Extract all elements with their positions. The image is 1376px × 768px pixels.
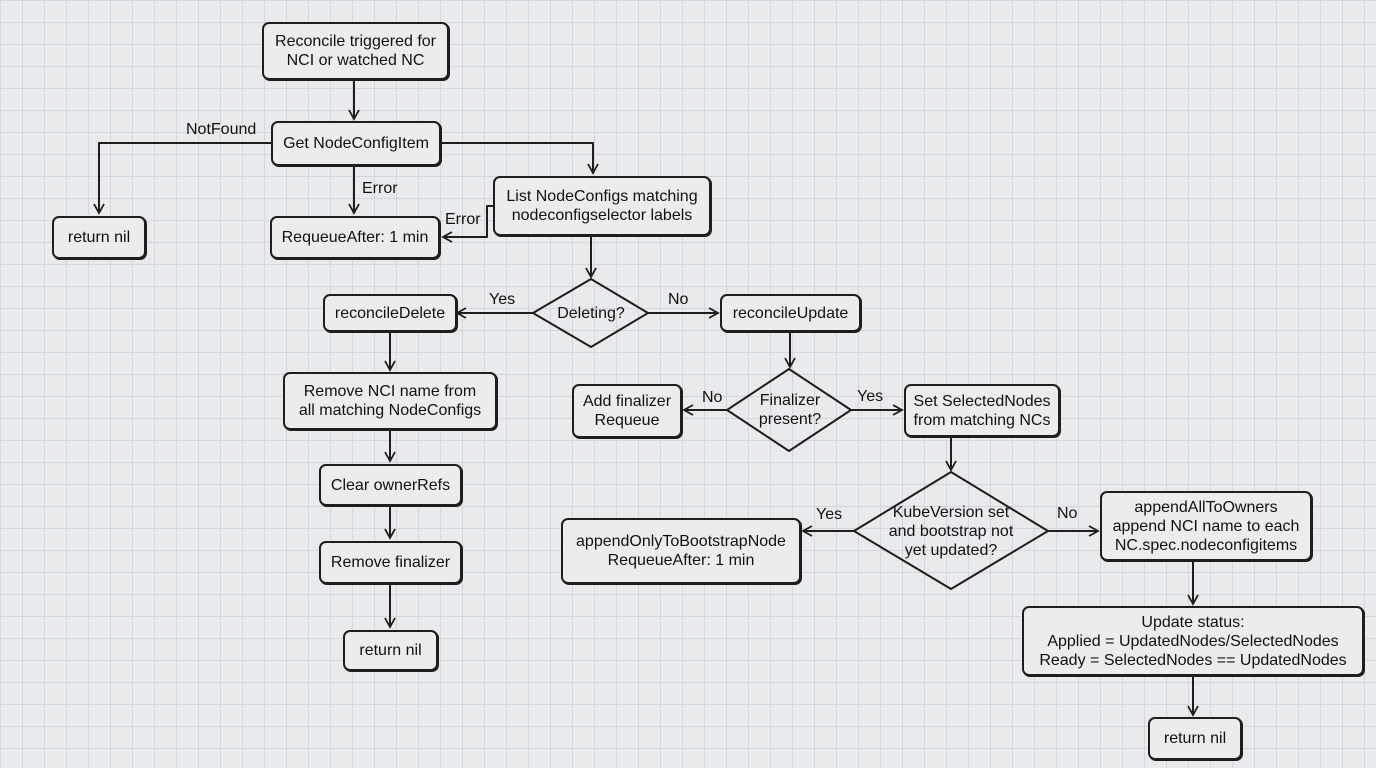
update-status-node: Update status:Applied = UpdatedNodes/Sel… bbox=[1022, 606, 1364, 676]
edge-list-to-requeue bbox=[441, 205, 494, 243]
clear-ownerrefs-node: Clear ownerRefs bbox=[319, 464, 462, 506]
return-nil-right-node: return nil bbox=[1148, 717, 1242, 760]
get-nodeconfigitem-node: Get NodeConfigItem bbox=[271, 121, 441, 166]
kubeversion-diamond bbox=[853, 471, 1049, 590]
edge-get-to-list bbox=[441, 142, 599, 175]
error-label-list: Error bbox=[445, 211, 481, 228]
edge-get-to-return-nil bbox=[93, 142, 272, 215]
notfound-label: NotFound bbox=[186, 121, 257, 138]
no-label-deleting: No bbox=[668, 291, 689, 308]
no-label-finalizer: No bbox=[702, 389, 723, 406]
error-label-get: Error bbox=[362, 180, 398, 197]
deleting-diamond bbox=[532, 278, 649, 348]
yes-label-kubeversion: Yes bbox=[816, 506, 843, 523]
yes-label-deleting: Yes bbox=[489, 291, 516, 308]
requeue-after-node: RequeueAfter: 1 min bbox=[270, 216, 440, 259]
deleting-decision-text: Deleting? bbox=[557, 304, 625, 322]
reconcile-delete-node: reconcileDelete bbox=[323, 294, 457, 332]
finalizer-diamond bbox=[726, 368, 852, 452]
return-nil-left-node: return nil bbox=[52, 216, 146, 259]
no-label-kubeversion: No bbox=[1057, 505, 1078, 522]
reconcile-update-node: reconcileUpdate bbox=[720, 294, 861, 332]
remove-finalizer-node: Remove finalizer bbox=[319, 541, 462, 584]
yes-label-finalizer: Yes bbox=[857, 388, 884, 405]
return-nil-middle-node: return nil bbox=[343, 630, 438, 671]
